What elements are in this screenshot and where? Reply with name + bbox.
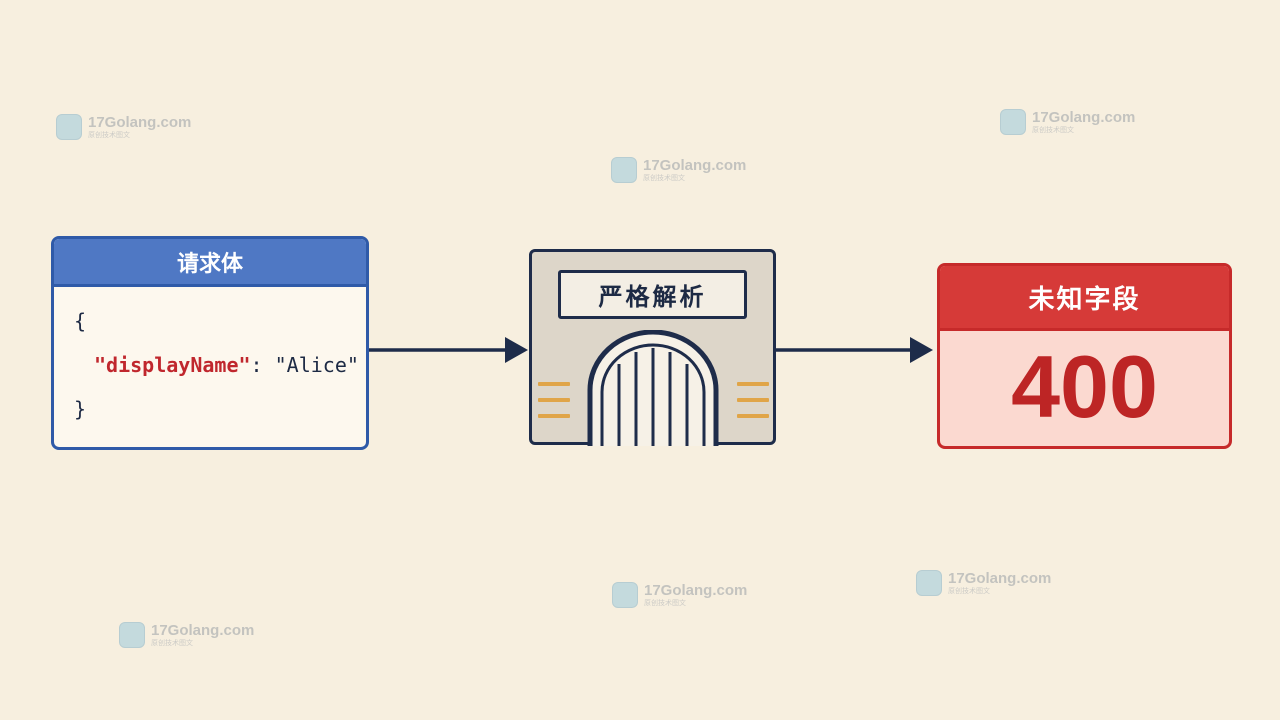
watermark-logo-icon — [1000, 109, 1026, 135]
watermark-text: 17Golang.com — [1032, 109, 1136, 126]
gate-stripes-right — [737, 382, 769, 430]
watermark-text: 17Golang.com — [151, 622, 255, 639]
watermark-text: 17Golang.com — [644, 582, 748, 599]
unknown-field-error-card: 未知字段 400 — [937, 263, 1232, 449]
watermark-logo-icon — [916, 570, 942, 596]
request-body-title: 请求体 — [54, 239, 366, 287]
request-body-card: 请求体 { "displayName": "Alice" } — [51, 236, 369, 450]
watermark-text: 17Golang.com — [88, 114, 192, 131]
gate-stripes-left — [538, 382, 570, 430]
watermark-subtext: 原创技术图文 — [948, 587, 990, 595]
code-open-brace: { — [74, 309, 87, 333]
watermark-subtext: 原创技术图文 — [151, 639, 193, 647]
watermark-subtext: 原创技术图文 — [1032, 126, 1074, 134]
watermark-text: 17Golang.com — [948, 570, 1052, 587]
watermark-subtext: 原创技术图文 — [88, 131, 130, 139]
error-title: 未知字段 — [940, 266, 1229, 331]
gate-bars-icon — [587, 330, 719, 446]
code-close-brace: } — [74, 397, 87, 421]
code-line: "displayName": "Alice" — [94, 353, 359, 377]
strict-parser-label: 严格解析 — [558, 270, 747, 319]
watermark-subtext: 原创技术图文 — [644, 599, 686, 607]
watermark-text: 17Golang.com — [643, 157, 747, 174]
watermark-logo-icon — [611, 157, 637, 183]
watermark-logo-icon — [56, 114, 82, 140]
json-value: : "Alice" — [250, 353, 359, 377]
watermark-subtext: 原创技术图文 — [643, 174, 685, 182]
error-status-code: 400 — [1011, 337, 1158, 436]
watermark-logo-icon — [119, 622, 145, 648]
arrow-request-to-parser — [369, 337, 528, 363]
strict-parser-gate: 严格解析 — [529, 249, 776, 446]
arrow-parser-to-error — [776, 337, 933, 363]
watermark-logo-icon — [612, 582, 638, 608]
json-key: "displayName" — [94, 353, 251, 377]
